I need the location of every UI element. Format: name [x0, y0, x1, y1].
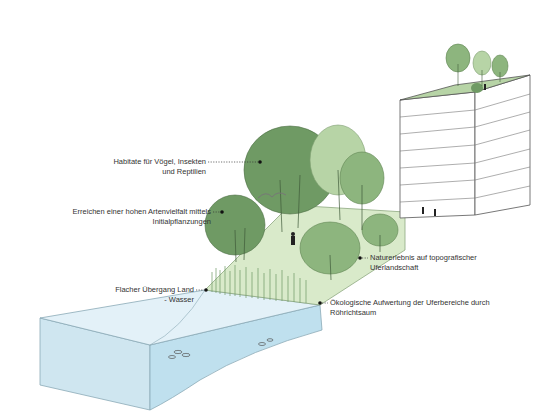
bird — [258, 193, 286, 198]
person-figure — [291, 232, 295, 245]
building — [400, 44, 530, 218]
leader-dots — [204, 160, 362, 305]
reed-belt — [212, 265, 306, 303]
callout-label: Habitate für Vögel, Insekten und Reptili… — [106, 157, 206, 176]
callout-label: Naturerlebnis auf topografischer Uferlan… — [370, 253, 505, 272]
callout-label: Ökologische Aufwertung der Uferbereiche … — [330, 298, 520, 317]
trees — [205, 125, 398, 280]
callout-label: Erreichen einer hohen Artenvielfalt mitt… — [51, 207, 211, 226]
fish-symbols — [169, 339, 274, 359]
leader-lines — [196, 162, 368, 303]
callout-label: Flacher Übergang Land - Wasser — [114, 285, 194, 304]
